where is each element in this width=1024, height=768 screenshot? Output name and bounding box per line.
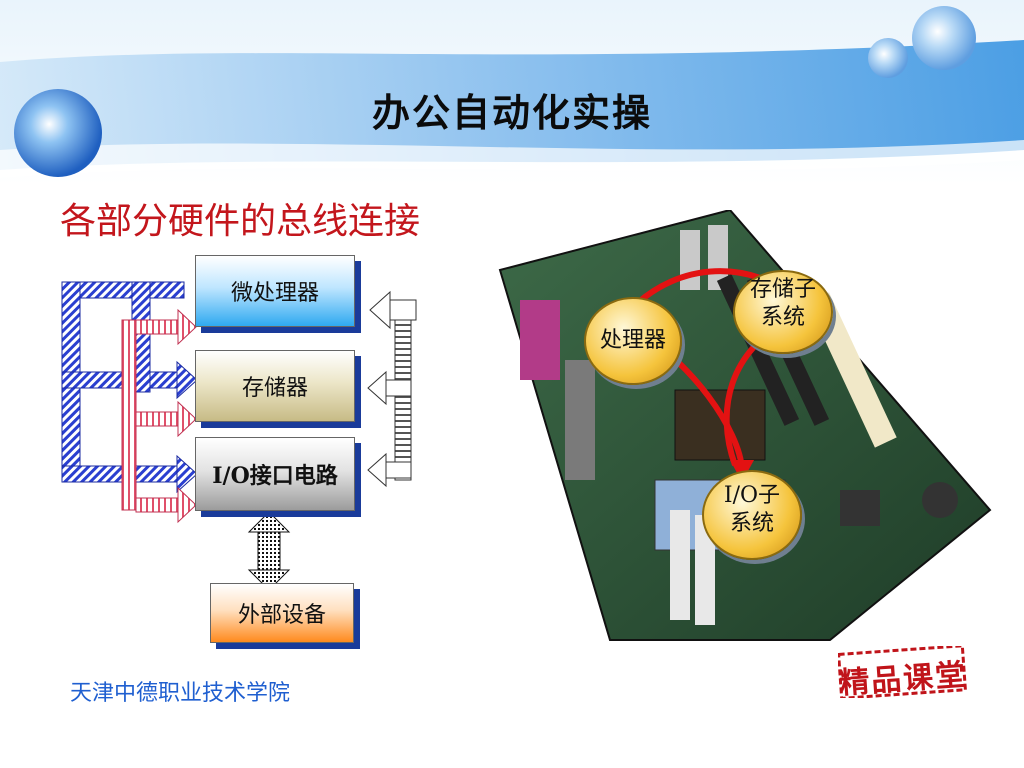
header-background (0, 0, 1024, 185)
processor-label: 处理器 (584, 297, 682, 385)
processor-label-text: 处理器 (599, 328, 666, 353)
slide-subtitle: 各部分硬件的总线连接 (60, 201, 421, 242)
memory-box: 存储器 (195, 350, 355, 422)
data-bus (121, 308, 197, 524)
institution-name: 天津中德职业技术学院 (70, 681, 291, 706)
microprocessor-box: 微处理器 (195, 255, 355, 327)
io-subsystem-line1: I/O子 (723, 483, 781, 508)
memory-subsystem-line1: 存储子 (749, 277, 816, 302)
io-external-arrow (247, 511, 291, 591)
slide-title: 办公自动化实操 (371, 91, 652, 135)
header-banner (0, 0, 1024, 185)
memory-subsystem-label: 存储子 系统 (733, 270, 833, 354)
io-subsystem-line2: 系统 (729, 511, 774, 536)
quality-course-stamp: 精品课堂 (837, 644, 968, 701)
address-bus (61, 281, 198, 494)
io-subsystem-label: I/O子 系统 (702, 470, 802, 560)
stamp-text: 精品课堂 (838, 657, 969, 702)
memory-subsystem-line2: 系统 (760, 305, 805, 330)
external-device-box: 外部设备 (210, 583, 354, 643)
control-bus (367, 290, 417, 488)
io-interface-box: I/O接口电路 (195, 437, 355, 511)
bus-diagram: 微处理器 存储器 I/O接口电路 外部设备 (50, 240, 430, 660)
stamp-border (837, 644, 967, 700)
bus-arrows (61, 281, 417, 591)
